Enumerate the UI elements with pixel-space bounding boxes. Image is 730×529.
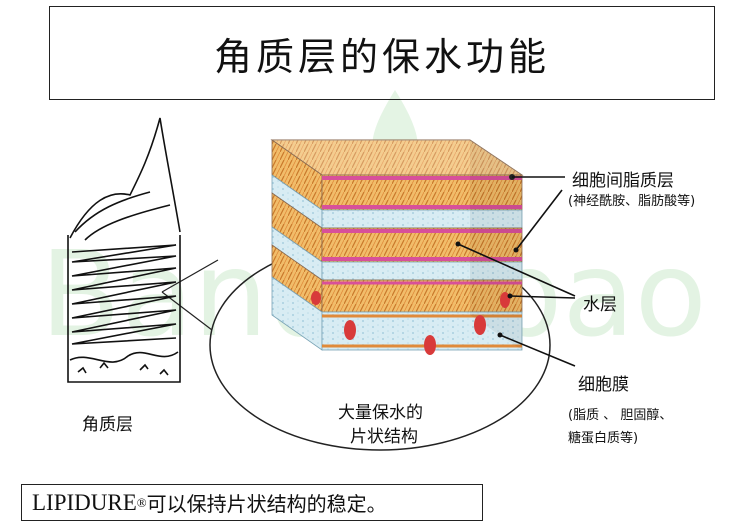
label-membrane-detail-1: (脂质 、 胆固醇、 — [568, 408, 673, 423]
footer-brand: LIPIDURE — [32, 489, 137, 515]
pointer-lines — [457, 176, 576, 367]
lamellar-block — [270, 139, 524, 355]
registered-mark: ® — [136, 494, 147, 510]
footer-box: LIPIDURE®可以保持片状结构的稳定。 — [21, 484, 483, 521]
label-stratum-corneum: 角质层 — [82, 415, 133, 435]
footer-text: 可以保持片状结构的稳定。 — [146, 492, 387, 516]
label-lipid-layer: 细胞间脂质层 — [572, 171, 674, 191]
label-membrane-detail-2: 糖蛋白质等) — [568, 431, 639, 446]
label-membrane: 细胞膜 — [578, 375, 629, 395]
stratum-corneum-sketch — [67, 117, 181, 383]
label-center-line2: 片状结构 — [350, 427, 418, 447]
label-water-layer: 水层 — [583, 295, 617, 315]
title-box: 角质层的保水功能 — [49, 6, 715, 100]
page-title: 角质层的保水功能 — [213, 34, 550, 79]
label-center-line1: 大量保水的 — [338, 403, 423, 423]
label-lipid-layer-detail: (神经酰胺、脂肪酸等) — [568, 194, 696, 209]
